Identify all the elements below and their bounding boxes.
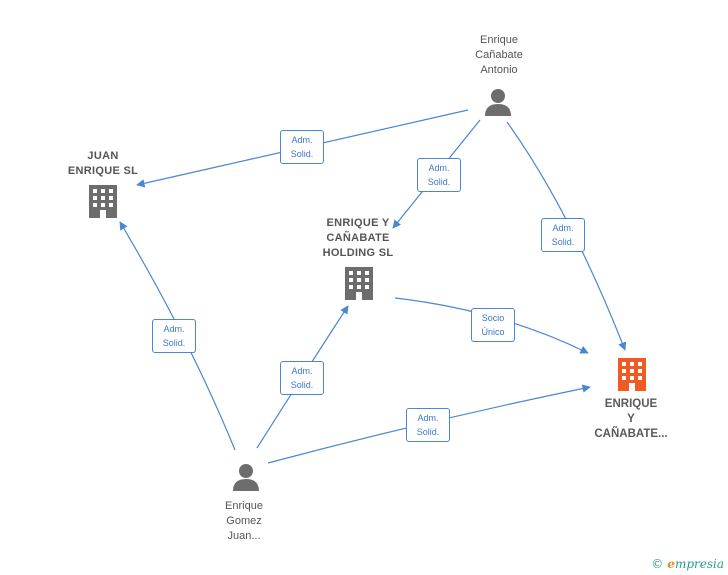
brand-name: mpresia [674, 557, 724, 571]
node-label-juan-enrique-sl[interactable]: JUAN ENRIQUE SL [67, 150, 139, 177]
edge-label: Adm. Solid. [417, 158, 461, 192]
person-icon[interactable] [233, 464, 259, 491]
brand-footer[interactable]: ©empresia [651, 557, 724, 571]
edge-label: Adm. Solid. [541, 218, 585, 252]
building-icon[interactable] [345, 267, 373, 300]
node-label-enrique-y-canabate[interactable]: ENRIQUE Y CAÑABATE... [594, 398, 668, 440]
edge-label: Adm. Solid. [406, 408, 450, 442]
copyright-symbol: © [651, 557, 664, 571]
brand-initial: e [667, 557, 675, 571]
node-label-enrique-canabate-holding[interactable]: ENRIQUE Y CAÑABATE HOLDING SL [322, 217, 394, 259]
edge-label: Adm. Solid. [152, 319, 196, 353]
person-icon[interactable] [485, 89, 511, 116]
edge-label: Adm. Solid. [280, 130, 324, 164]
node-label-enrique-canabate-antonio[interactable]: Enrique Cañabate Antonio [475, 34, 523, 76]
building-icon[interactable] [89, 185, 117, 218]
edge-label: Adm. Solid. [280, 361, 324, 395]
node-label-enrique-gomez-juan[interactable]: Enrique Gomez Juan... [225, 500, 263, 542]
building-icon-highlight[interactable] [618, 358, 646, 391]
edge-label: Socio Único [471, 308, 515, 342]
